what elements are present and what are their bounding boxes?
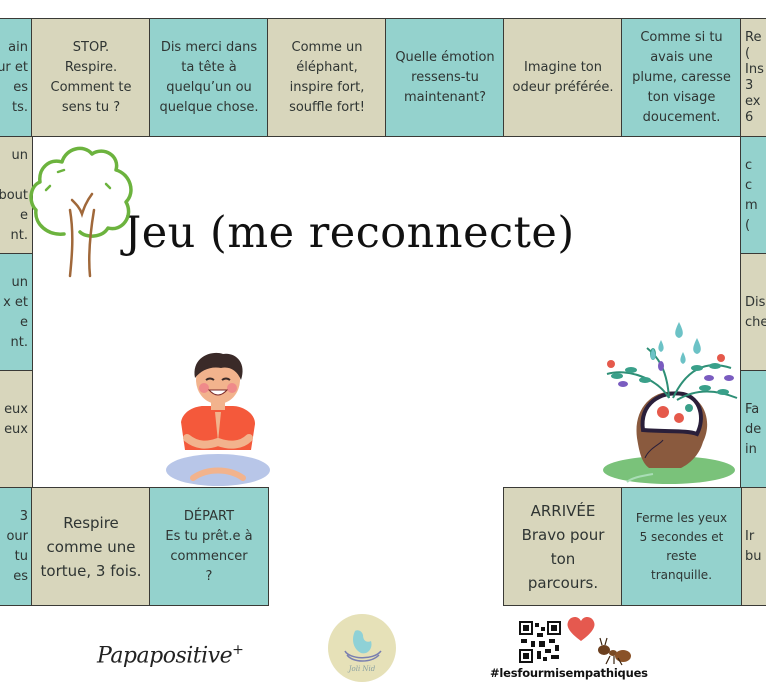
tile-depart: DÉPART Es tu prêt.e à commencer ? xyxy=(149,487,269,606)
tile-arrivee: ARRIVÉE Bravo pour ton parcours. xyxy=(503,487,623,606)
tree-icon xyxy=(29,146,133,278)
tile-text: Dis che xyxy=(745,294,766,330)
tile-text: eux eux xyxy=(4,401,28,437)
tile-left-1: un x et e nt. xyxy=(0,253,33,372)
tile-stop-respire: STOP. Respire. Comment te sens tu ? xyxy=(31,18,151,137)
tile-text: Ferme les yeux 5 secondes et reste tranq… xyxy=(635,510,728,582)
tile-text: Comme si tu avais une plume, caresse ton… xyxy=(632,29,731,125)
tile-text: un x et e nt. xyxy=(3,274,28,350)
tile-text: Ir bu xyxy=(745,528,762,564)
brand-mark: + xyxy=(232,642,244,658)
tile-text: Respire comme une tortue, 3 fois. xyxy=(40,513,142,580)
tile-tortue: Respire comme une tortue, 3 fois. xyxy=(31,487,151,606)
tile-text: Imagine ton odeur préférée. xyxy=(512,59,614,95)
tile-text: c c m ( xyxy=(745,157,758,233)
tile-text: Comme un éléphant, inspire fort, souffle… xyxy=(289,39,365,115)
tile-right-1: Dis che xyxy=(740,253,766,372)
tile-text: STOP. Respire. Comment te sens tu ? xyxy=(50,39,132,115)
tile-text: ain ur et es ts. xyxy=(0,39,28,115)
tile-left-2: eux eux xyxy=(0,370,33,489)
nest-logo-icon: Joli Nid xyxy=(328,614,396,682)
tile-text: Re ( Ins 3 ex 6 xyxy=(745,29,764,125)
tile-emotion: Quelle émotion ressens-tu maintenant? xyxy=(385,18,505,137)
tile-dis-merci: Dis merci dans ta tête à quelqu’un ou qu… xyxy=(149,18,269,137)
tile-text: ARRIVÉE Bravo pour ton parcours. xyxy=(521,501,605,592)
tile-ferme-yeux: Ferme les yeux 5 secondes et reste tranq… xyxy=(621,487,742,606)
tile-left-0: un bout e nt. xyxy=(0,136,33,255)
tile-text: 3 our tu es xyxy=(6,508,28,584)
game-title: Jeu (me reconnecte) xyxy=(124,208,575,258)
tile-text: DÉPART Es tu prêt.e à commencer ? xyxy=(165,508,253,584)
blooming-mind-icon xyxy=(603,322,738,484)
tile-text: Fa de in xyxy=(745,401,762,457)
qr-code-icon[interactable] xyxy=(519,621,561,663)
nest-logo-text: Joli Nid xyxy=(347,665,376,673)
tile-elephant: Comme un éléphant, inspire fort, souffle… xyxy=(267,18,387,137)
tile-top-0: ain ur et es ts. xyxy=(0,18,33,137)
meditating-child-icon xyxy=(166,352,270,486)
tile-odeur: Imagine ton odeur préférée. xyxy=(503,18,623,137)
hashtag-text: #lesfourmisempathiques xyxy=(490,666,648,680)
tile-text: Quelle émotion ressens-tu maintenant? xyxy=(395,49,495,105)
tile-right-2: Fa de in xyxy=(740,370,766,489)
tile-right-0: c c m ( xyxy=(740,136,766,255)
heart-icon xyxy=(567,616,595,641)
papapositive-logo: Papapositive+ xyxy=(97,642,244,669)
tile-plume: Comme si tu avais une plume, caresse ton… xyxy=(621,18,742,137)
tile-text: Dis merci dans ta tête à quelqu’un ou qu… xyxy=(159,39,259,115)
ant-icon xyxy=(598,637,631,666)
brand-text: Papapositive xyxy=(97,643,233,669)
tile-top-corner-right: Re ( Ins 3 ex 6 xyxy=(740,18,766,137)
tile-left-3: 3 our tu es xyxy=(0,487,33,606)
tile-text: un bout e nt. xyxy=(0,147,28,243)
tile-right-3: Ir bu xyxy=(740,487,766,606)
